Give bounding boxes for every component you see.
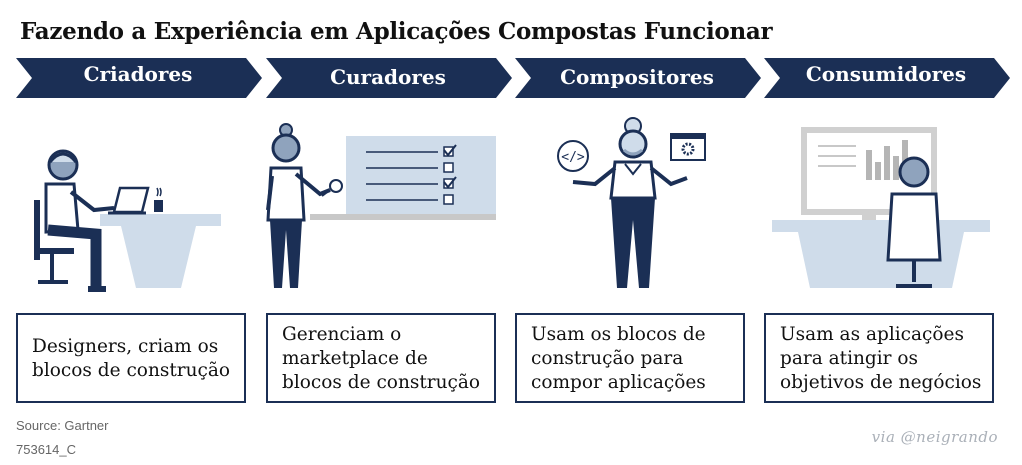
credit-watermark: via @neigrando <box>871 428 998 446</box>
page-title: Fazendo a Experiência em Aplicações Comp… <box>20 18 773 45</box>
chevron-banner-consumidores <box>764 58 1010 98</box>
chevron-banner-compositores <box>515 58 761 98</box>
developer-at-laptop-icon <box>34 149 221 292</box>
stage-description-consumidores: Usam as aplicações para atingir os objet… <box>780 324 982 393</box>
chevron-banner-criadores <box>16 58 262 98</box>
stage-label-consumidores: Consumidores <box>805 62 967 86</box>
presenter-with-checklist-icon <box>266 123 496 288</box>
stage-description-criadores: Designers, criam os blocos de construção <box>32 336 231 381</box>
stage-card-criadores: Designers, criam os blocos de construção <box>16 313 246 403</box>
source-note: Source: Gartner <box>16 418 109 433</box>
stage-label-compositores: Compositores <box>560 65 714 89</box>
user-at-dashboard-icon <box>772 127 990 288</box>
stage-card-curadores: Gerenciam o marketplace de blocos de con… <box>266 313 496 403</box>
stage-label-criadores: Criadores <box>83 62 193 86</box>
stage-card-compositores: Usam os blocos de construção para compor… <box>515 313 745 403</box>
chevron-banner-curadores <box>266 58 512 98</box>
stage-card-consumidores: Usam as aplicações para atingir os objet… <box>764 313 994 403</box>
figure-code: 753614_C <box>16 442 76 457</box>
stage-description-curadores: Gerenciam o marketplace de blocos de con… <box>282 324 481 393</box>
svg-text:</>: </> <box>561 150 585 165</box>
composer-with-code-and-settings-icon: </> <box>557 117 706 288</box>
stage-label-curadores: Curadores <box>330 65 446 89</box>
stage-description-compositores: Usam os blocos de construção para compor… <box>531 324 706 393</box>
